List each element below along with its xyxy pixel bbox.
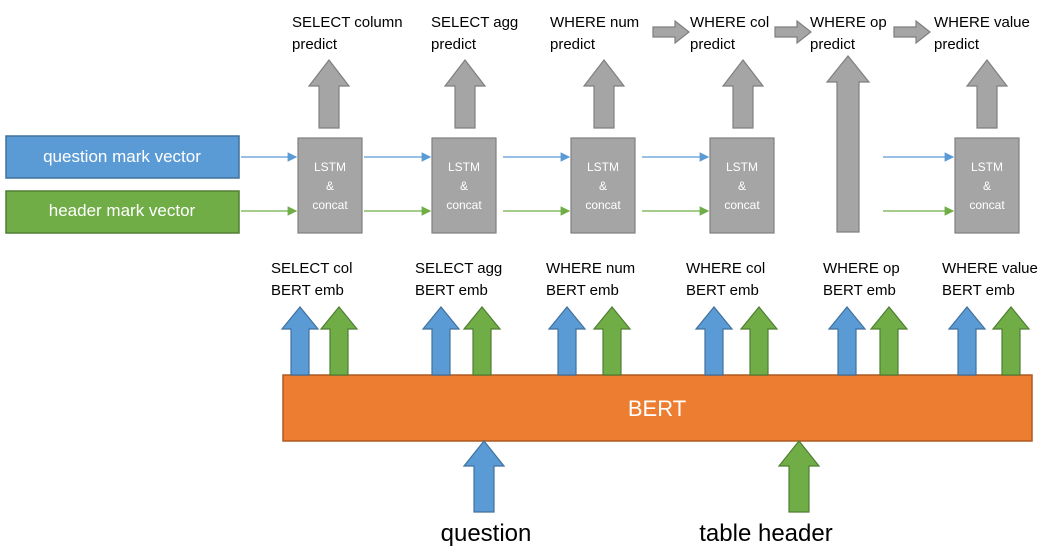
svg-text:LSTM&concat: LSTM&concat xyxy=(585,160,621,212)
svg-text:BERT: BERT xyxy=(628,396,686,421)
question-emb-arrow xyxy=(947,306,987,376)
predict-chain-arrow-3 xyxy=(893,19,931,45)
svg-text:LSTM&concat: LSTM&concat xyxy=(969,160,1005,212)
predict-up-arrow xyxy=(582,59,626,129)
predict-chain-arrow-2 xyxy=(774,19,812,45)
svg-text:header mark vector: header mark vector xyxy=(49,201,196,220)
svg-text:LSTM&concat: LSTM&concat xyxy=(312,160,348,212)
lstm-concat-box: LSTM&concat xyxy=(954,137,1020,234)
header-emb-arrow xyxy=(739,306,779,376)
question-emb-arrow xyxy=(827,306,867,376)
predict-up-arrow xyxy=(443,59,487,129)
header-emb-arrow xyxy=(991,306,1031,376)
predict-tall-arrow xyxy=(825,55,871,233)
question-mark-vector-box: question mark vector xyxy=(5,135,240,179)
header-mark-vector-box: header mark vector xyxy=(5,190,240,234)
question-emb-arrow xyxy=(421,306,461,376)
question-emb-arrow xyxy=(694,306,734,376)
question-emb-arrow xyxy=(547,306,587,376)
svg-text:LSTM&concat: LSTM&concat xyxy=(446,160,482,212)
lstm-concat-box: LSTM&concat xyxy=(297,137,363,234)
header-emb-arrow xyxy=(592,306,632,376)
question-input-arrow xyxy=(462,440,506,513)
header-emb-arrow xyxy=(869,306,909,376)
predict-up-arrow xyxy=(721,59,765,129)
header-emb-arrow xyxy=(319,306,359,376)
predict-up-arrow xyxy=(965,59,1009,129)
svg-text:question mark vector: question mark vector xyxy=(43,147,201,166)
table-header-input-arrow xyxy=(777,440,821,513)
table-header-label: table header xyxy=(699,520,832,547)
question-label: question xyxy=(441,520,532,547)
header-emb-arrow xyxy=(462,306,502,376)
lstm-concat-box: LSTM&concat xyxy=(431,137,497,234)
bert-block: BERT xyxy=(282,374,1033,442)
predict-up-arrow xyxy=(307,59,351,129)
svg-text:LSTM&concat: LSTM&concat xyxy=(724,160,760,212)
question-emb-arrow xyxy=(280,306,320,376)
lstm-concat-box: LSTM&concat xyxy=(570,137,636,234)
lstm-concat-box: LSTM&concat xyxy=(709,137,775,234)
predict-chain-arrow-1 xyxy=(652,19,690,45)
